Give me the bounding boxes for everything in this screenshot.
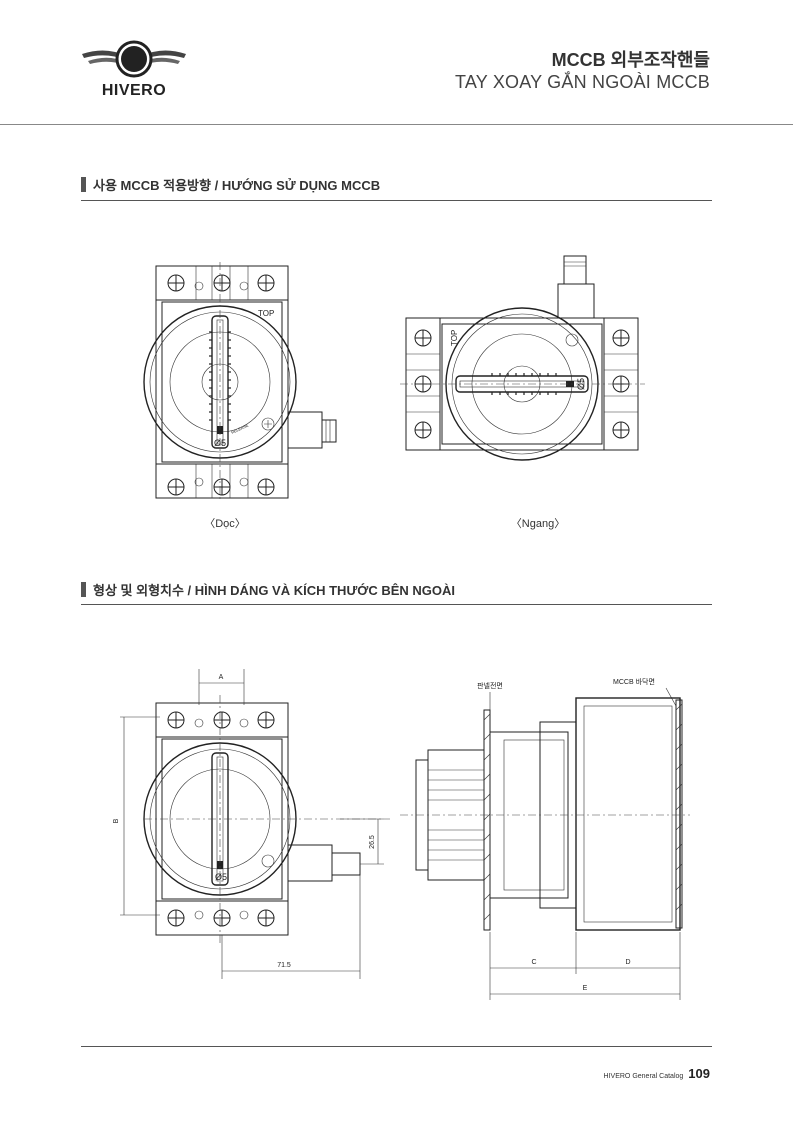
section-title-usage: 사용 MCCB 적용방향 / HƯỚNG SỬ DỤNG MCCB [93,178,381,193]
release-label: RELEASE [230,422,249,434]
logo-letter: H [128,50,140,69]
dim-e-label: E [583,985,588,992]
page-number: 109 [688,1066,710,1081]
brand-logo: H HIVERO [78,34,190,104]
catalog-name: HIVERO General Catalog [603,1073,684,1080]
dim-d-label: D [625,959,630,966]
drawing-horizontal-orientation: TOP Ø5 [400,255,645,461]
drawing-vertical-orientation: TOP Ø5 RELEASE [143,262,337,502]
drawing-front-dimensions: Ø5 A B 26.5 71.5 [113,669,390,979]
heading-marker [81,582,86,597]
drawing-side-dimensions: 판넬전면 MCCB 바닥면 C D E [400,677,690,1000]
brand-name: HIVERO [101,82,167,99]
caption-vertical: 〈Dọc〉 [204,518,246,530]
footer-divider [81,1046,712,1047]
caption-horizontal: 〈Ngang〉 [510,518,566,530]
mccb-bottom-label: MCCB 바닥면 [613,677,655,686]
heading-marker [81,177,86,192]
dim-c-label: C [531,959,536,966]
panel-front-label: 판넬전면 [477,681,503,690]
page-footer: HIVERO General Catalog 109 [604,1066,710,1081]
dim-71-5-label: 71.5 [277,962,291,969]
page-title-korean: MCCB 외부조작핸들 [551,50,710,70]
dim-b-label: B [113,818,120,823]
dia-label-dim: Ø5 [215,872,227,882]
page-title-vietnamese: TAY XOAY GẮN NGOÀI MCCB [455,72,710,92]
dim-a-label: A [219,674,224,681]
section-title-dimensions: 형상 및 외형치수 / HÌNH DÁNG VÀ KÍCH THƯỚC BÊN … [93,583,455,598]
top-label: TOP [258,309,274,318]
section-divider-dimensions [81,604,712,605]
dim-26-5-label: 26.5 [369,835,376,849]
winged-logo-icon: H [82,40,186,78]
section-divider-usage [81,200,712,201]
section-heading-dimensions: 형상 및 외형치수 / HÌNH DÁNG VÀ KÍCH THƯỚC BÊN … [81,580,455,599]
header-divider [0,124,793,125]
section-heading-usage: 사용 MCCB 적용방향 / HƯỚNG SỬ DỤNG MCCB [81,175,380,194]
top-label-rotated: TOP [450,330,459,346]
